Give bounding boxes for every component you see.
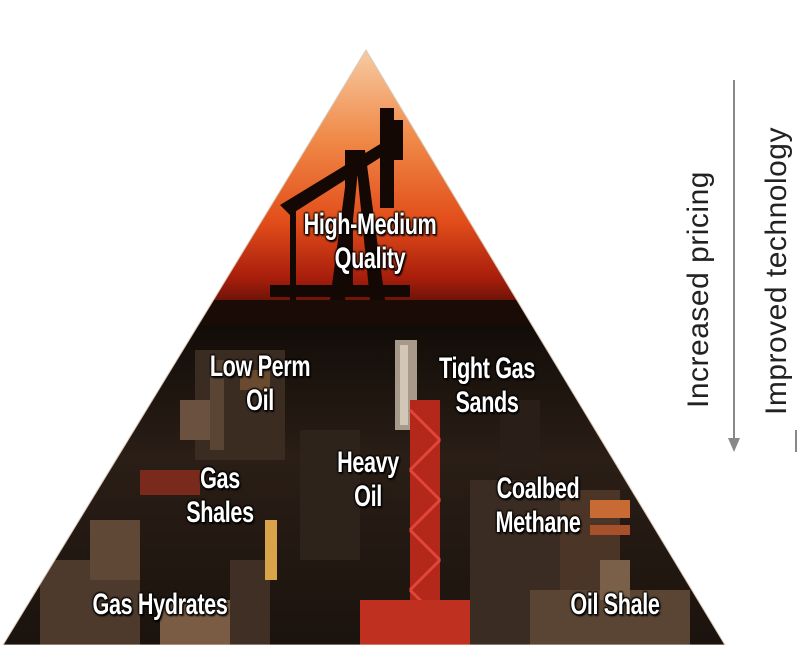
label-tight-gas-sands: Tight Gas Sands (433, 352, 541, 420)
label-improved-technology: Improved technology (760, 127, 793, 415)
label-tight-gas-sands-line1: Tight Gas (439, 352, 535, 385)
label-high-medium-quality: High-Medium Quality (294, 208, 445, 276)
label-high-medium-line2: Quality (334, 242, 406, 275)
label-heavy-oil-line1: Heavy (337, 446, 399, 479)
label-heavy-oil: Heavy Oil (332, 446, 404, 514)
label-gas-hydrates-line1: Gas Hydrates (92, 588, 228, 621)
pyramid-outline (2, 49, 726, 645)
pump-jack-icon (270, 108, 410, 300)
refinery-structures (40, 340, 690, 645)
label-coalbed-methane: Coalbed Methane (488, 472, 589, 540)
label-oil-shale-line1: Oil Shale (570, 588, 660, 621)
label-low-perm-oil-line2: Oil (246, 384, 274, 417)
label-low-perm-oil-line1: Low Perm (209, 350, 311, 383)
label-gas-shales-line1: Gas (200, 462, 240, 495)
label-low-perm-oil: Low Perm Oil (206, 350, 314, 418)
label-gas-hydrates: Gas Hydrates (84, 588, 235, 622)
label-oil-shale: Oil Shale (561, 588, 669, 622)
label-gas-shales-line2: Shales (186, 496, 254, 529)
label-heavy-oil-line2: Oil (354, 480, 382, 513)
label-high-medium-line1: High-Medium (303, 208, 437, 241)
label-tight-gas-sands-line2: Sands (455, 386, 519, 419)
label-coalbed-methane-line2: Methane (495, 506, 581, 539)
label-gas-shales: Gas Shales (177, 462, 263, 530)
label-increased-pricing: Increased pricing (682, 171, 715, 408)
label-coalbed-methane-line1: Coalbed (496, 472, 580, 505)
downward-arrow-icon (728, 80, 740, 452)
top-tier-sky (3, 50, 725, 320)
